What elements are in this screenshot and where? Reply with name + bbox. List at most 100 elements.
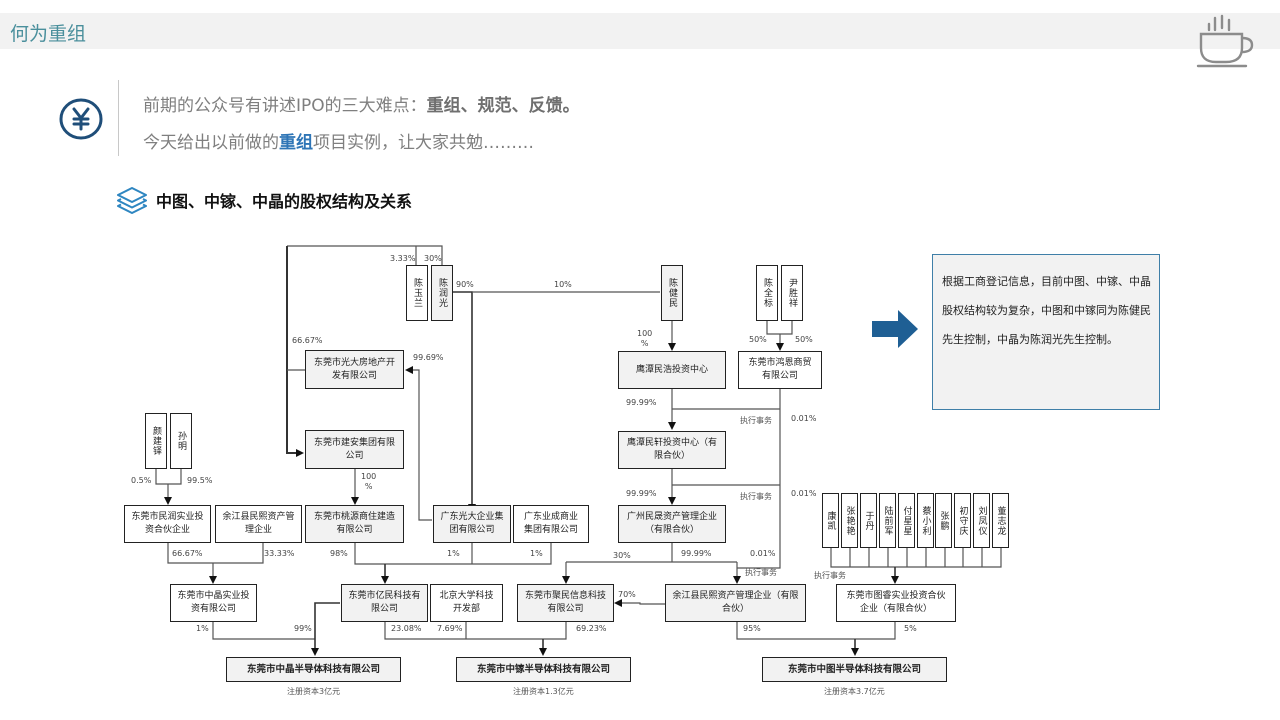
intro-emphasis: 重组、规范、反馈。 (426, 96, 580, 116)
connector (766, 321, 793, 335)
intro-line-1: 前期的公众号有讲述IPO的三大难点：重组、规范、反馈。 (143, 91, 580, 116)
entity-pku-dev: 北京大学科技开发部 (430, 584, 503, 622)
shareholder-fu-xingxing: 付星星 (898, 493, 915, 548)
pct-label: 0.01% (791, 489, 817, 498)
pct-label: 0.01% (750, 549, 776, 558)
entity-yingtan-minxuan: 鹰潭民轩投资中心（有限合伙） (618, 431, 726, 469)
intro-line-2: 今天给出以前做的重组项目实例，让大家共勉……… (143, 128, 534, 153)
intro-highlight: 重组 (279, 133, 313, 153)
pct-label: 95% (743, 624, 761, 633)
entity-yingtan-minhao: 鹰潭民浩投资中心 (618, 351, 726, 389)
connector (212, 622, 315, 640)
pct-label: 100 % (361, 472, 377, 491)
connector (384, 622, 567, 640)
pct-label: 99.99% (626, 398, 657, 407)
shareholder-chen-runguang: 陈润光 (431, 265, 453, 321)
connector (155, 469, 182, 485)
entity-yimin-tech: 东莞市亿民科技有限公司 (341, 584, 428, 622)
yen-circle-icon (59, 98, 103, 140)
final-zhongjing: 东莞市中晶半导体科技有限公司 (226, 657, 401, 682)
shareholder-zhang-peng: 张鹏 (935, 493, 952, 548)
pct-label: 99.99% (681, 549, 712, 558)
connector (736, 622, 896, 640)
right-arrow-icon (872, 310, 918, 348)
pct-label: 33.33% (264, 549, 295, 558)
connector (849, 548, 983, 567)
pct-label: 99.69% (413, 353, 444, 362)
entity-tuxin-invest: 东莞市图睿实业投资合伙企业（有限合伙） (836, 584, 956, 622)
connector (737, 389, 781, 569)
connector (286, 246, 304, 457)
intro-text: 今天给出以前做的 (143, 133, 279, 153)
entity-zhongjing-industry: 东莞市中晶实业投资有限公司 (170, 584, 257, 622)
entity-yujiang-minxi-lp: 余江县民熙资产管理企业（有限合伙） (665, 584, 806, 622)
pct-label: 66.67% (292, 336, 323, 345)
gp-label: 执行事务 (740, 416, 772, 425)
connector (287, 245, 443, 265)
layers-icon (117, 187, 147, 214)
pct-label: 0.01% (791, 414, 817, 423)
shareholder-zhang-yanyan: 张艳艳 (841, 493, 858, 548)
summary-note: 根据工商登记信息，目前中图、中镓、中晶股权结构较为复杂，中图和中镓同为陈健民先生… (932, 254, 1160, 410)
shareholder-kang-kai: 康凯 (822, 493, 839, 548)
gp-label: 执行事务 (740, 492, 772, 501)
shareholder-chu-shouqing: 初守庆 (954, 493, 971, 548)
header-bar: 何为重组 (0, 13, 1280, 49)
page-title: 何为重组 (10, 23, 87, 45)
entity-guangzhou-minsheng: 广州民晟资产管理企业（有限合伙） (618, 505, 726, 543)
connector (311, 602, 340, 656)
pct-label: 70% (618, 590, 636, 599)
entity-guangda-realty: 东莞市光大房地产开发有限公司 (305, 350, 404, 389)
pct-label: 98% (330, 549, 348, 558)
pct-label: 1% (530, 549, 543, 558)
capital-zhongjia: 注册资本1.3亿元 (513, 687, 574, 696)
shareholder-liu-fengyi: 刘凤仪 (973, 493, 990, 548)
shareholder-dong-zhilong: 董志龙 (992, 493, 1009, 548)
pct-label: 10% (554, 280, 572, 289)
capital-zhongtu: 注册资本3.7亿元 (824, 687, 885, 696)
entity-hongen-trade: 东莞市鸿恩商贸有限公司 (738, 351, 822, 389)
intro-divider (118, 80, 119, 156)
pct-label: 1% (447, 549, 460, 558)
intro-text: 前期的公众号有讲述IPO的三大难点： (143, 96, 427, 116)
connector (354, 543, 552, 565)
connector (453, 291, 476, 512)
pct-label: 100 % (637, 329, 653, 348)
entity-taoyuan-building: 东莞市桃源商住建造有限公司 (305, 505, 404, 543)
pct-label: 0.5% (131, 476, 152, 485)
pct-label: 5% (904, 624, 917, 633)
pct-label: 1% (196, 624, 209, 633)
pct-label: 69.23% (576, 624, 607, 633)
pct-label: 30% (613, 551, 631, 560)
final-zhongtu: 东莞市中图半导体科技有限公司 (762, 657, 947, 682)
connector (614, 599, 665, 607)
pct-label: 99.5% (187, 476, 213, 485)
section-title: 中图、中镓、中晶的股权结构及关系 (156, 192, 413, 211)
entity-minrun-invest: 东莞市民润实业投资合伙企业 (124, 505, 211, 543)
entity-yecheng-group: 广东业成商业集团有限公司 (513, 505, 589, 543)
shareholder-yu-dan: 于丹 (860, 493, 877, 548)
connector (405, 366, 432, 521)
pct-label: 66.67% (172, 549, 203, 558)
pct-label: 23.08% (391, 624, 422, 633)
pct-label: 30% (424, 254, 442, 263)
shareholder-yin-shengxiang: 尹胜祥 (781, 265, 803, 321)
entity-jianan-group: 东莞市建安集团有限公司 (305, 430, 404, 469)
gp-label: 执行事务 (745, 568, 777, 577)
entity-jumin-info: 东莞市聚民信息科技有限公司 (517, 584, 614, 622)
shareholder-chen-quanbiao: 陈全标 (756, 265, 778, 321)
intro-text: 项目实例，让大家共勉……… (313, 133, 534, 153)
gp-label: 执行事务 (814, 571, 846, 580)
pct-label: 3.33% (390, 254, 416, 263)
pct-label: 99.99% (626, 489, 657, 498)
shareholder-cai-xiaoli: 蔡小利 (917, 493, 934, 548)
pct-label: 7.69% (437, 624, 463, 633)
pct-label: 50% (749, 335, 767, 344)
capital-zhongjing: 注册资本3亿元 (287, 687, 341, 696)
connector (830, 548, 1002, 568)
pct-label: 90% (456, 280, 474, 289)
shareholder-chen-yulan: 陈玉兰 (406, 265, 428, 321)
shareholder-sun-ming: 孙明 (170, 413, 192, 469)
pct-label: 99% (294, 624, 312, 633)
